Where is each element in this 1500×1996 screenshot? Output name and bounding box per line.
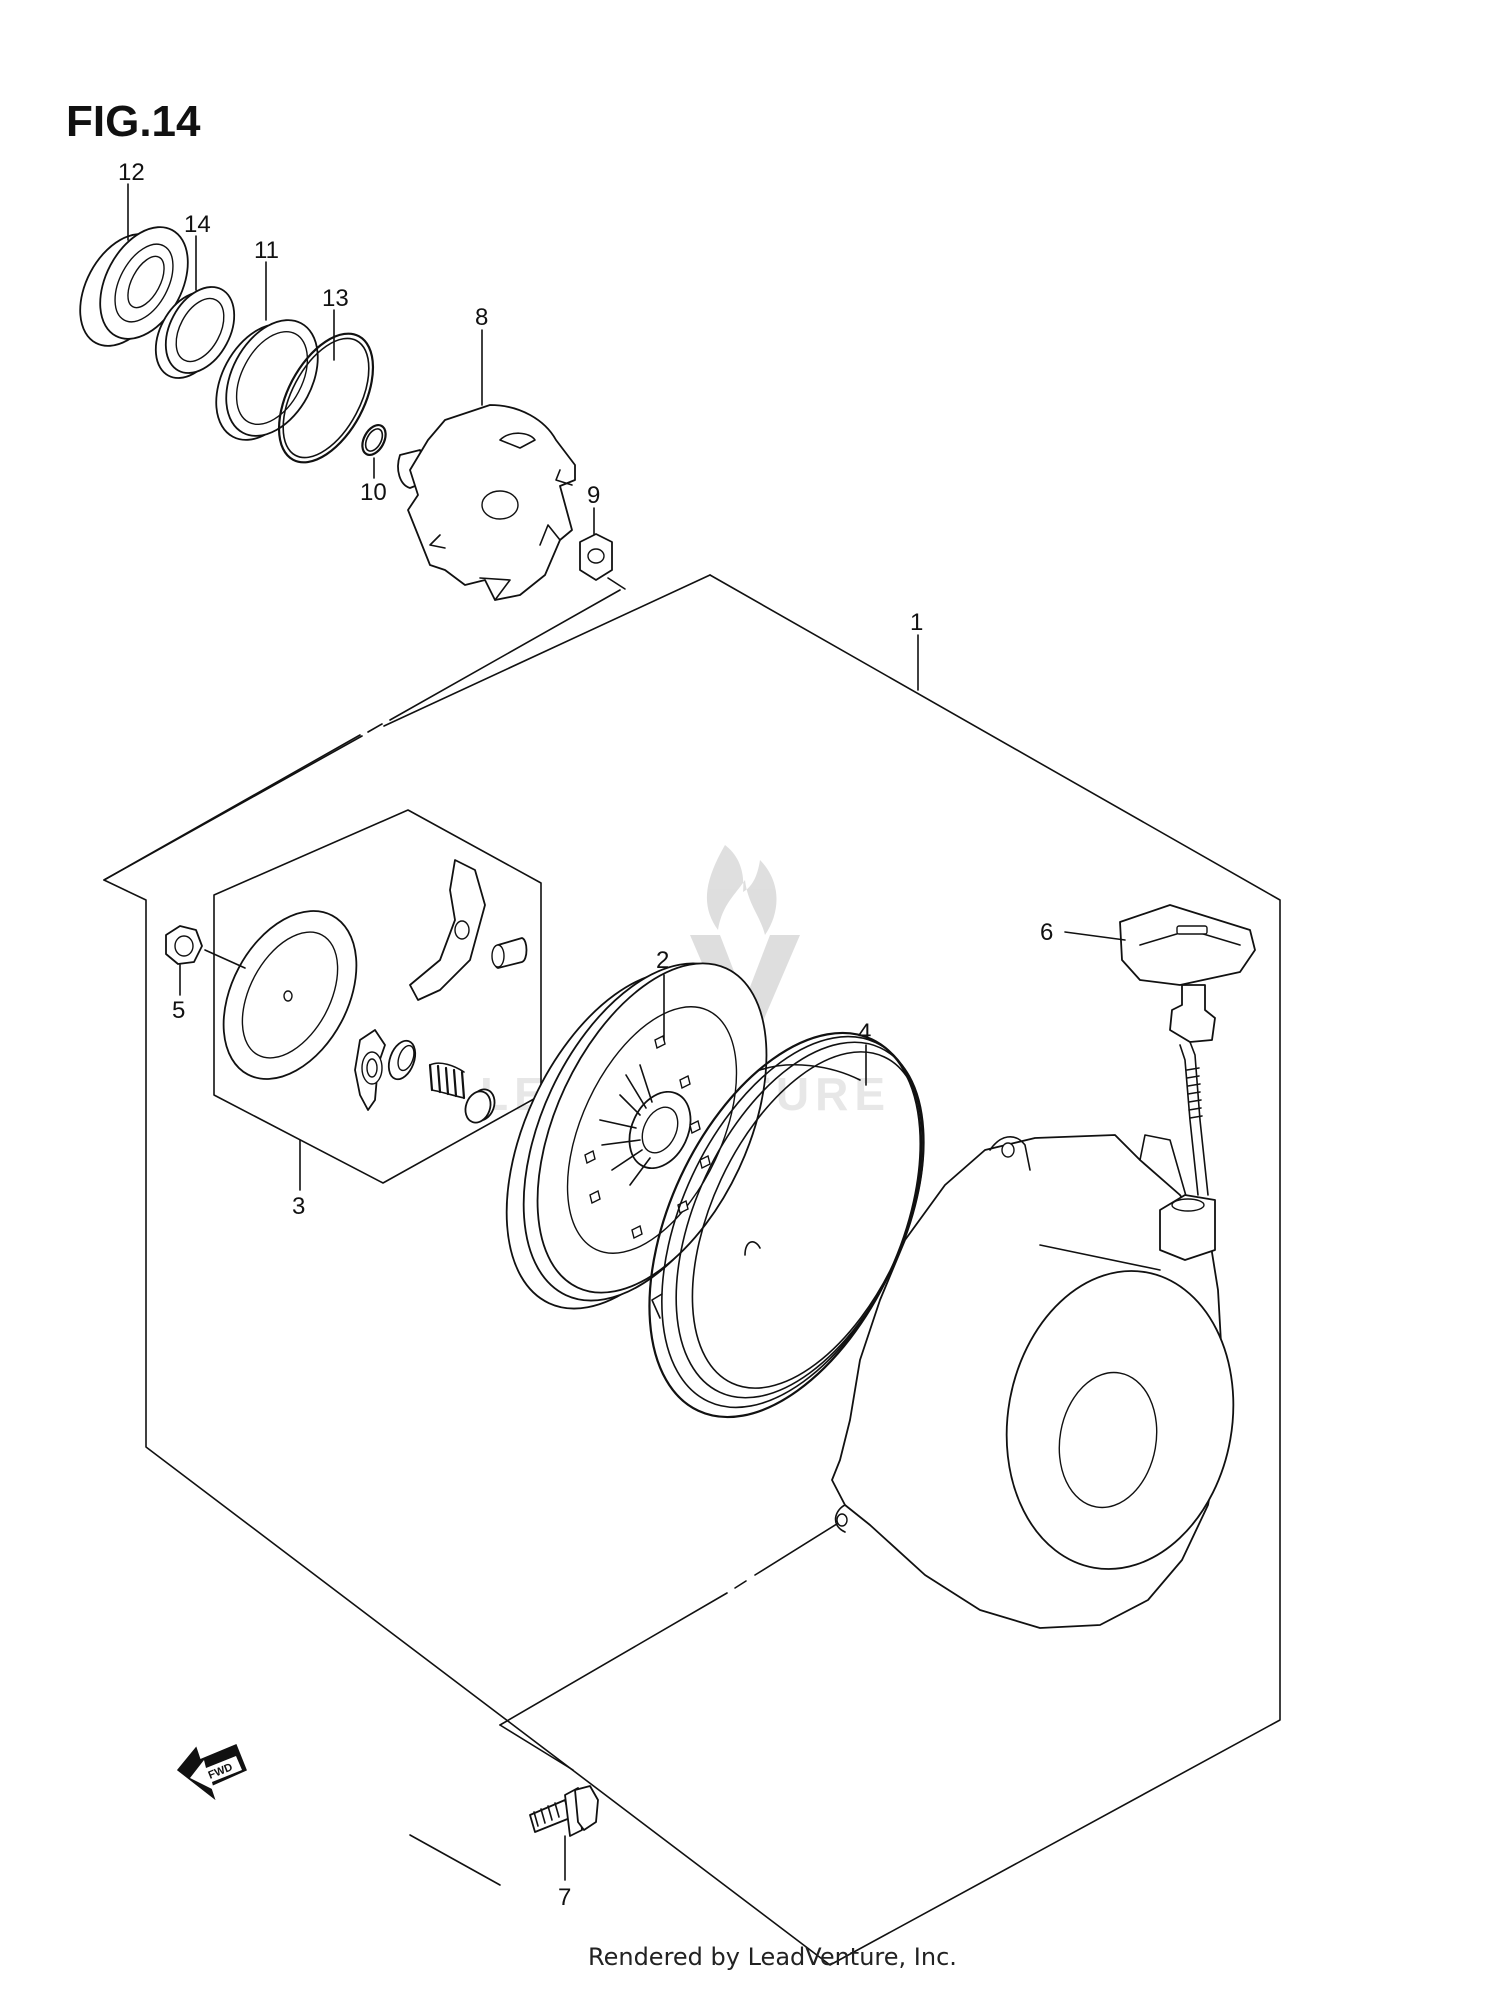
part-13-o-ring — [277, 332, 375, 464]
part-3-guide — [354, 1029, 386, 1111]
figure-title: FIG.14 — [66, 97, 201, 146]
callout-6: 6 — [1040, 919, 1053, 946]
part-12-bearing — [79, 226, 189, 347]
callout-7: 7 — [558, 1884, 571, 1911]
callout-8: 8 — [475, 304, 488, 331]
part-7-bolt — [529, 1785, 599, 1837]
part-3-friction-plate — [222, 910, 358, 1080]
part-1-starter-case — [831, 1134, 1235, 1629]
part-5-nut — [165, 925, 203, 965]
leader-line-5-to-box — [204, 949, 246, 969]
part-3-pin — [491, 937, 528, 969]
leader-line-6 — [1064, 931, 1126, 941]
part-8-starter-drive-cup — [397, 404, 576, 601]
callout-2: 2 — [656, 947, 669, 974]
callout-4: 4 — [858, 1019, 871, 1046]
part-14-oil-seal — [154, 286, 236, 379]
part-3-washer — [387, 1039, 417, 1081]
part-6-starter-handle — [1119, 904, 1256, 1261]
assembly-box-outline — [103, 574, 1281, 1966]
fwd-arrow-icon: FWD — [176, 1744, 247, 1801]
callout-9: 9 — [587, 482, 600, 509]
callout-12: 12 — [118, 159, 145, 186]
part-3-pawl — [409, 859, 486, 1001]
part-3-spring — [428, 1062, 466, 1100]
top-group-leader — [103, 577, 626, 881]
part-2-recoil-reel — [505, 962, 861, 1310]
footer-credit: Rendered by LeadVenture, Inc. — [588, 1943, 957, 1971]
callout-14: 14 — [184, 211, 211, 238]
part-10-small-o-ring — [361, 424, 387, 456]
part-4-recoil-spring — [648, 1031, 925, 1419]
part-3-cap — [464, 1088, 496, 1124]
callout-13: 13 — [322, 285, 349, 312]
callout-1: 1 — [910, 609, 923, 636]
part-9-nut — [579, 533, 613, 581]
callout-3: 3 — [292, 1193, 305, 1220]
callout-11: 11 — [254, 237, 279, 264]
bolt-leader — [499, 1521, 841, 1771]
callout-5: 5 — [172, 997, 185, 1024]
callout-10: 10 — [360, 479, 387, 506]
